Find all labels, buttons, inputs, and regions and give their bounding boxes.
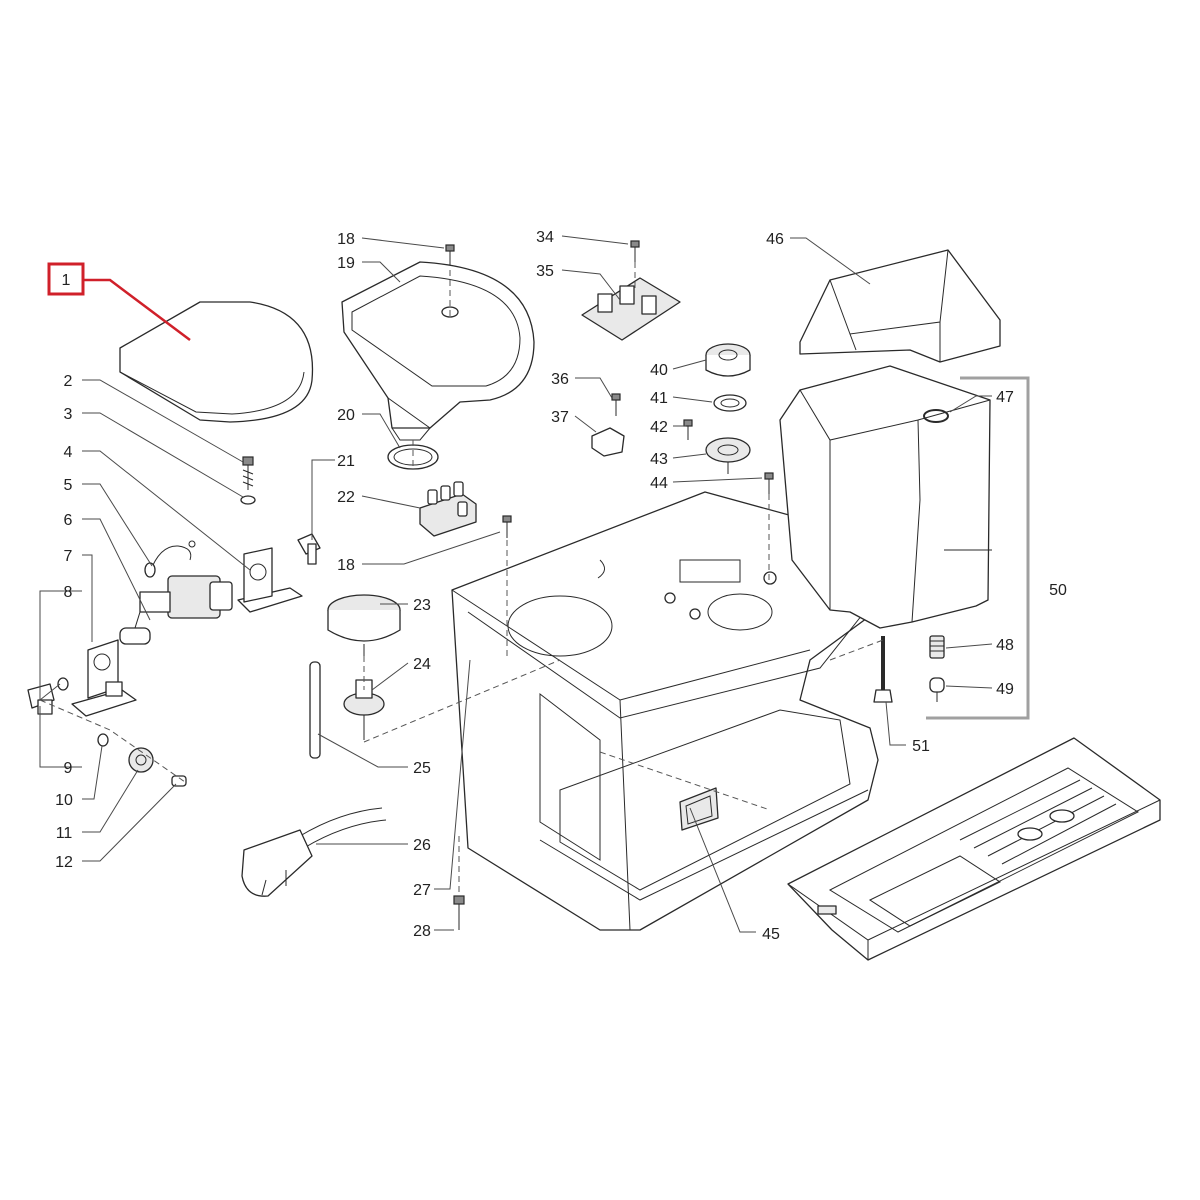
part-27-machine-body [451,491,881,931]
leader-lines [39,235,993,933]
part-49-valve [929,677,945,702]
callout-48: 48 [996,637,1014,654]
part-7-pump-support [71,639,137,717]
callout-42: 42 [650,419,668,436]
callout-45: 45 [762,926,780,943]
part-19-bean-hopper [341,261,535,441]
part-12-pin [171,775,187,787]
callout-40: 40 [650,362,668,379]
part-1-highlight-callout[interactable]: 1 [47,262,191,341]
callout-34: 34 [536,229,554,246]
axis-board [634,262,770,580]
callout-10: 10 [55,792,73,809]
water-tank-assembly [779,365,992,629]
callout-4: 4 [64,444,73,461]
part-3-washer [240,495,256,505]
part-4-pump-bracket [237,547,303,613]
callout-44: 44 [650,475,668,492]
part-10-small-nipple [97,733,109,747]
axis-tank-bottom [829,639,884,661]
callout-22: 22 [337,489,355,506]
part-41-ring [713,394,747,412]
drip-tray-grate [787,737,1161,961]
part-1-water-tank-lid[interactable] [119,301,314,423]
part-51-long-bolt [873,636,893,703]
part-48-spring [929,635,945,659]
callout-24: 24 [413,656,431,673]
callout-28: 28 [413,923,431,940]
callout-36: 36 [551,371,569,388]
callout-5: 5 [64,477,73,494]
callout-7: 7 [64,548,73,565]
callout-8: 8 [64,584,73,601]
part-23-grinder-disk [327,594,401,656]
callout-12: 12 [55,854,73,871]
callout-21: 21 [337,453,355,470]
part-18-screw-lower [502,515,512,538]
callout-41: 41 [650,390,668,407]
part-11-nut [128,747,154,773]
part-25-rod [309,661,321,759]
callout-26: 26 [413,837,431,854]
callout-27: 27 [413,882,431,899]
part-36-screw [611,393,621,416]
part-26-power-cord [241,807,387,897]
callout-50: 50 [1049,582,1067,599]
part-5-wire-clip [144,540,196,578]
assembly-50-bracket [926,376,1030,720]
callout-11: 11 [56,825,73,842]
part-2-screw [242,456,254,490]
part-46-tank-cover [799,249,1001,363]
callout-47: 47 [996,389,1014,406]
callout-25: 25 [413,760,431,777]
pump-axis-line [39,699,186,783]
callout-20: 20 [337,407,355,424]
callout-9: 9 [64,760,73,777]
part-9-elbow-fitting [27,683,55,715]
part-21-tube-connector [297,533,321,565]
part-44-screw [764,472,774,494]
callout-43: 43 [650,451,668,468]
part-43-valve-seat [705,437,751,474]
callout-numbers: 2 3 4 5 6 7 8 9 10 11 12 18 19 20 21 22 … [55,229,1067,943]
axis-grinder [363,656,561,743]
callout-18-top: 18 [337,231,355,248]
callout-label-1: 1 [62,272,71,289]
axis-hopper [412,270,451,470]
part-37-clip [591,427,625,457]
part-8-o-ring [57,677,69,691]
part-22-terminal-block [419,481,477,537]
callout-19: 19 [337,255,355,272]
callout-49: 49 [996,681,1014,698]
callout-23: 23 [413,597,431,614]
callout-6: 6 [64,512,73,529]
part-28-long-screw [453,895,465,930]
part-42-screw [683,419,693,440]
callout-51: 51 [912,738,930,755]
part-40-bushing [705,343,751,377]
part-34-screw [630,240,640,262]
callout-46: 46 [766,231,784,248]
part-35-circuit-board [581,277,681,341]
callout-18-lower: 18 [337,557,355,574]
part-6-vibration-pump [119,575,233,645]
callout-37: 37 [551,409,569,426]
callout-35: 35 [536,263,554,280]
part-45-label-plate [679,787,719,831]
callout-3: 3 [64,406,73,423]
callout-2: 2 [64,373,73,390]
part-47-o-ring [923,409,949,423]
